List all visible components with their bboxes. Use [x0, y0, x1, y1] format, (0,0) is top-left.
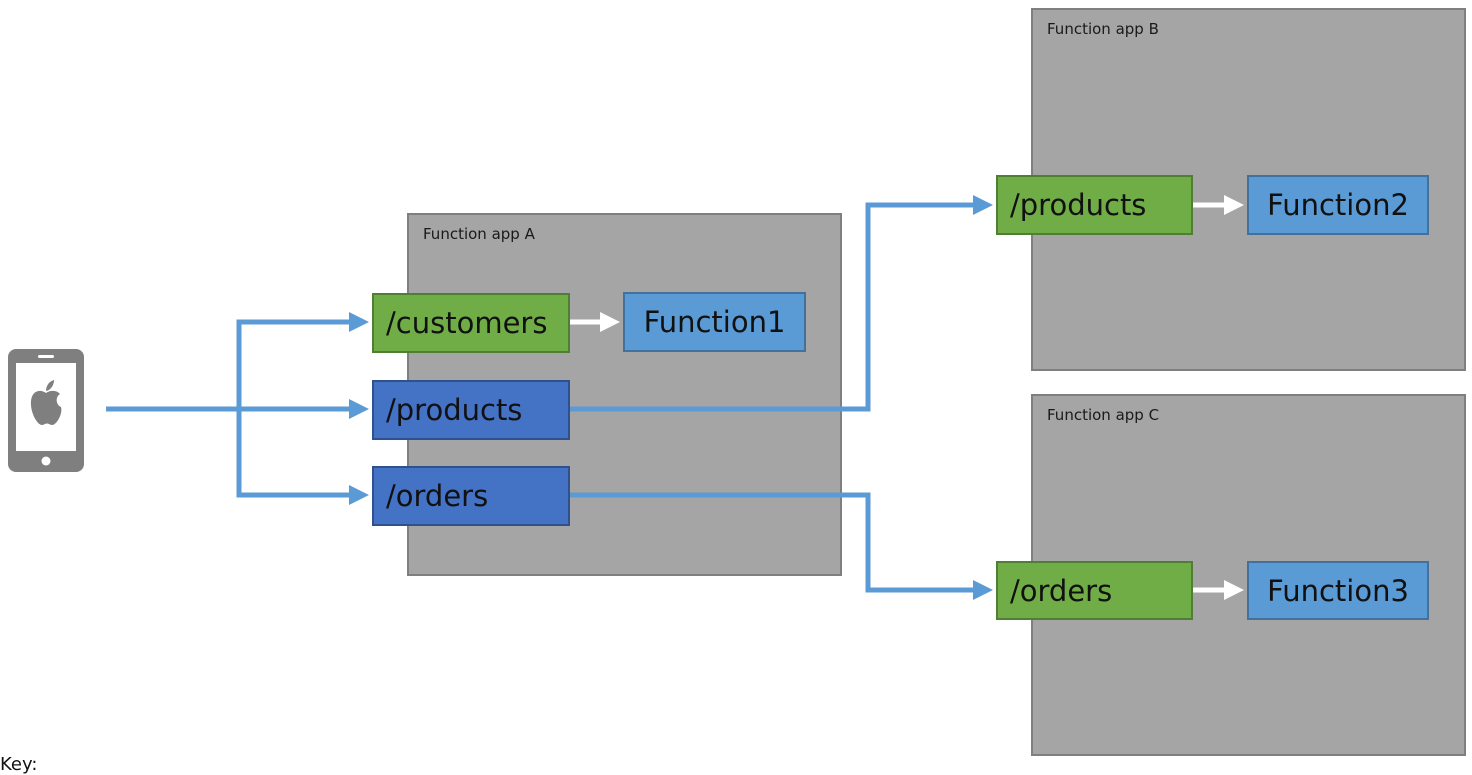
key-label: Key:	[0, 754, 38, 775]
app-a-customers-label: /customers	[386, 306, 548, 340]
app-a-products-label: /products	[386, 393, 523, 427]
app-b-products-proxy[interactable]: /products	[996, 175, 1193, 235]
app-c-function3[interactable]: Function3	[1247, 561, 1429, 620]
connector-branch-to-customers	[236, 312, 370, 409]
apple-phone-icon	[8, 349, 84, 476]
app-a-products-proxy[interactable]: /products	[372, 380, 570, 440]
app-c-orders-proxy[interactable]: /orders	[996, 561, 1193, 620]
app-b-function2[interactable]: Function2	[1247, 175, 1429, 235]
app-a-orders-label: /orders	[386, 479, 489, 513]
function-app-a-title: Function app A	[423, 225, 535, 243]
app-b-function2-label: Function2	[1267, 188, 1409, 222]
app-b-products-label: /products	[1010, 188, 1147, 222]
connector-orders-to-app-c	[569, 492, 994, 600]
function-app-b-title: Function app B	[1047, 20, 1159, 38]
app-a-function1[interactable]: Function1	[623, 292, 806, 352]
app-a-function1-label: Function1	[643, 305, 786, 339]
app-a-orders-proxy[interactable]: /orders	[372, 466, 570, 526]
connector-branch-to-orders	[236, 409, 370, 505]
function-app-c-title: Function app C	[1047, 406, 1160, 424]
app-c-orders-label: /orders	[1010, 573, 1113, 608]
connector-products-to-app-b	[569, 195, 994, 412]
app-c-function3-label: Function3	[1267, 573, 1409, 608]
app-a-customers-proxy[interactable]: /customers	[372, 293, 570, 353]
